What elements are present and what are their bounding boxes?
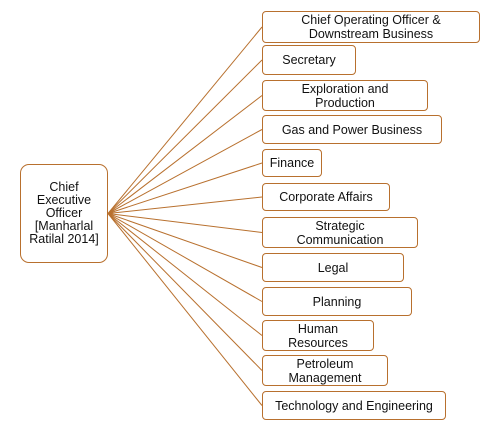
connector-human-resources: [107, 213, 263, 336]
connector-exploration: [107, 95, 263, 214]
ceo-box: Chief Executive Officer [Manharlal Ratil…: [20, 164, 108, 263]
dept-box-planning: Planning: [262, 287, 412, 316]
ceo-label: Chief Executive Officer [Manharlal Ratil…: [29, 180, 99, 246]
dept-label-secretary: Secretary: [282, 53, 336, 67]
dept-label-technology-engineering: Technology and Engineering: [275, 398, 433, 413]
dept-box-corporate-affairs: Corporate Affairs: [262, 183, 390, 211]
connector-corporate-affairs: [107, 196, 263, 214]
dept-box-legal: Legal: [262, 253, 404, 282]
dept-box-human-resources: Human Resources: [262, 320, 374, 351]
dept-label-strategic-communication: Strategic Communication: [296, 218, 384, 247]
dept-box-finance: Finance: [262, 149, 322, 177]
connector-strategic-communication: [107, 213, 263, 233]
dept-box-strategic-communication: Strategic Communication: [262, 217, 418, 248]
connector-coo: [107, 26, 263, 214]
connector-gas-power: [107, 129, 263, 214]
dept-box-petroleum-management: Petroleum Management: [262, 355, 388, 386]
dept-label-coo: Chief Operating Officer & Downstream Bus…: [301, 13, 441, 41]
connector-technology-engineering: [107, 213, 263, 406]
dept-label-human-resources: Human Resources: [288, 321, 348, 350]
connector-secretary: [107, 59, 263, 214]
connector-lines: [107, 26, 263, 406]
dept-label-planning: Planning: [312, 294, 362, 309]
dept-box-secretary: Secretary: [262, 45, 356, 75]
dept-label-legal: Legal: [317, 260, 349, 275]
connector-petroleum-management: [107, 213, 263, 371]
dept-label-petroleum-management: Petroleum Management: [288, 356, 362, 385]
dept-box-technology-engineering: Technology and Engineering: [262, 391, 446, 420]
dept-label-gas-power: Gas and Power Business: [281, 122, 423, 137]
connector-planning: [107, 213, 263, 302]
dept-box-exploration: Exploration and Production: [262, 80, 428, 111]
connector-legal: [107, 213, 263, 268]
dept-label-corporate-affairs: Corporate Affairs: [279, 190, 373, 204]
dept-box-coo: Chief Operating Officer & Downstream Bus…: [262, 11, 480, 43]
dept-label-finance: Finance: [269, 156, 315, 170]
dept-box-gas-power: Gas and Power Business: [262, 115, 442, 144]
connector-finance: [107, 162, 263, 214]
dept-label-exploration: Exploration and Production: [301, 81, 389, 110]
